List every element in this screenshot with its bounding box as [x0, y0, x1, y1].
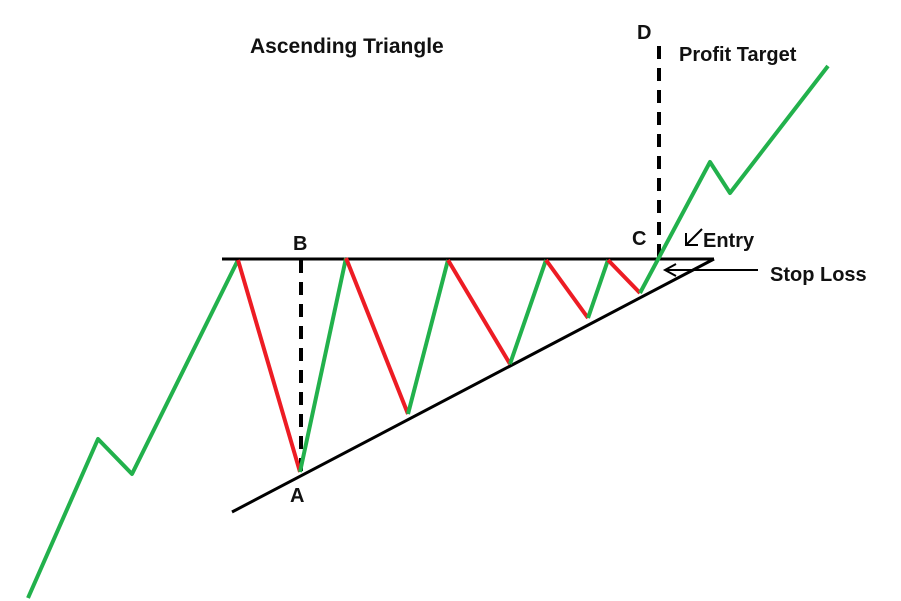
- price-breakout: [638, 64, 830, 294]
- entry-label: Entry: [703, 230, 755, 252]
- entry-arrow-shaft: [685, 228, 703, 246]
- price-uptrend-lead-in: [26, 259, 240, 599]
- swing-up-4: [586, 259, 610, 319]
- support-line: [231, 257, 715, 514]
- swing-down-2: [344, 257, 410, 415]
- point-label-a: A: [290, 485, 304, 507]
- swing-down-3: [446, 258, 512, 366]
- point-label-b: B: [293, 233, 307, 255]
- swing-down-4: [544, 258, 590, 320]
- swing-down-1: [236, 259, 302, 473]
- point-label-d: D: [637, 22, 651, 44]
- swing-down-5: [606, 258, 642, 295]
- swing-up-2: [406, 259, 450, 415]
- swing-up-1: [298, 257, 348, 473]
- profit-target-label: Profit Target: [679, 44, 797, 66]
- diagram-title: Ascending Triangle: [250, 35, 444, 58]
- entry-arrow-head: [685, 233, 698, 246]
- point-label-c: C: [632, 228, 646, 250]
- stop-loss-arrow-head: [662, 263, 677, 277]
- swing-up-3: [508, 259, 548, 365]
- stop-loss-label: Stop Loss: [770, 264, 867, 286]
